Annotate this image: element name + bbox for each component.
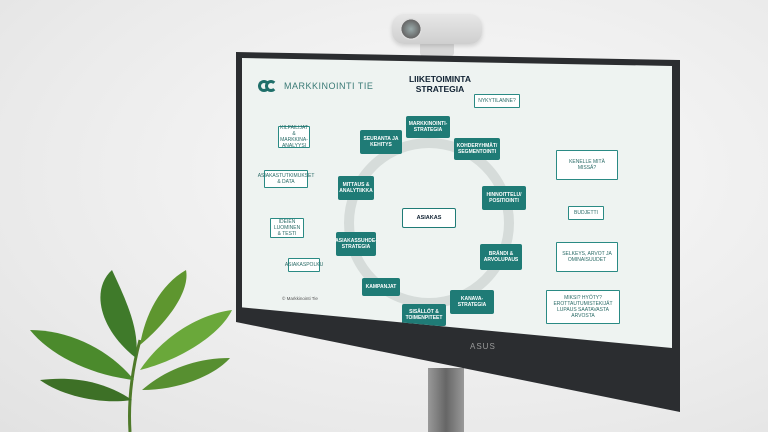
cycle-ring	[344, 138, 514, 308]
cycle-node: MARKKINOINTI-STRATEGIA	[406, 116, 450, 138]
monitor-screen: MARKKINOINTI TIE LIIKETOIMINTA STRATEGIA…	[242, 58, 672, 348]
right-note: NYKYTILANNE?	[474, 94, 520, 108]
right-note: BUDJETTI	[568, 206, 604, 220]
slide-footer: © Markkinointi Tie	[282, 296, 318, 301]
cycle-node: SEURANTA JA KEHITYS	[360, 130, 402, 154]
cycle-node: SISÄLLÖT & TOIMENPITEET	[402, 304, 446, 326]
webcam	[392, 14, 482, 44]
left-note: IDEIEN LUOMINEN & TESTI	[270, 218, 304, 238]
center-customer: ASIAKAS	[402, 208, 456, 228]
right-note: SELKEYS, ARVOT JA OMINAISUUDET	[556, 242, 618, 272]
potted-plant	[30, 270, 232, 432]
webcam-lens	[400, 18, 422, 40]
left-note: KILPAILIJAT & MARKKINA-ANALYYSI	[278, 125, 310, 149]
brand-mark-icon	[258, 80, 280, 92]
cycle-node: KAMPANJAT	[362, 278, 400, 296]
left-note: ASIAKASPOLKU	[285, 258, 323, 272]
brand-name: MARKKINOINTI TIE	[284, 81, 374, 91]
cycle-node: HINNOITTELU/ POSITIOINTI	[482, 186, 526, 210]
slide-title: LIIKETOIMINTA STRATEGIA	[408, 74, 471, 94]
cycle-node: ASIAKASSUHDE-STRATEGIA	[335, 232, 377, 256]
cycle-node: KOHDERYHMÄT/ SEGMENTOINTI	[454, 138, 500, 160]
brand-logo: MARKKINOINTI TIE	[258, 80, 373, 92]
left-note: ASIAKASTUTKIMUKSET & DATA	[258, 170, 314, 188]
monitor-stand	[428, 368, 464, 432]
cycle-node: MITTAUS & ANALYTIIKKA	[338, 176, 374, 200]
cycle-node: BRÄNDI & ARVOLUPAUS	[480, 244, 522, 270]
right-note: KENELLE MITÄ MISSÄ?	[556, 150, 618, 180]
webcam-mount	[420, 42, 454, 56]
cycle-node: KANAVA-STRATEGIA	[450, 290, 494, 314]
right-note: MIKSI? HYÖTY? EROTTAUTUMISTEKIJÄT LUPAUS…	[546, 290, 620, 324]
monitor-logo: ASUS	[470, 342, 496, 351]
